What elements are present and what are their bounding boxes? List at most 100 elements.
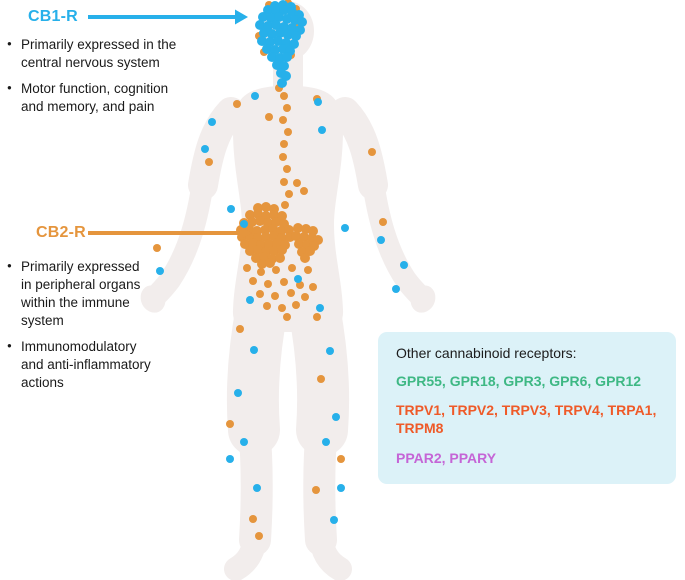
cb2-dot (300, 253, 310, 263)
cb2-dot (280, 178, 288, 186)
cb1-dot (267, 52, 277, 62)
cb2-dot (272, 238, 282, 248)
cb2-dot (233, 100, 241, 108)
cb2-dot (236, 325, 244, 333)
cb2-dot (255, 532, 263, 540)
cb1-dot (227, 205, 235, 213)
cb1-dot (271, 20, 281, 30)
cb2-dot (278, 304, 286, 312)
cb2-dot (305, 246, 315, 256)
cb2-dot (312, 486, 320, 494)
cb1-dot (322, 438, 330, 446)
cb1-dot (255, 20, 265, 30)
cb2-dot (379, 218, 387, 226)
cb1-dot (251, 92, 259, 100)
body-right-hand (410, 285, 436, 313)
cb1-dot-layer (156, 0, 408, 524)
cb1-bullet: Motor function, cognition and memory, an… (7, 80, 193, 116)
cb1-dot (314, 98, 322, 106)
cb2-dot (226, 420, 234, 428)
cb2-dot (283, 313, 291, 321)
receptor-group-ppar: PPAR2, PPARY (396, 449, 497, 466)
cb1-dot (274, 12, 284, 22)
receptor-group-trp: TRPV1, TRPV2, TRPV3, TRPV4, TRPA1, TRPM8 (396, 402, 657, 437)
cb2-dot (293, 223, 303, 233)
cb2-dot (279, 116, 287, 124)
cb2-dot (205, 158, 213, 166)
cb2-dot (263, 302, 271, 310)
cb1-dot (279, 5, 289, 15)
cb1-dot (273, 36, 283, 46)
cb1-dot (226, 455, 234, 463)
cb1-dot (294, 275, 302, 283)
cb1-dot (282, 14, 292, 24)
cb2-dot (240, 239, 250, 249)
cb2-dot (248, 238, 258, 248)
cb2-dot (291, 231, 301, 241)
cb1-dot (291, 31, 301, 41)
cb2-dot (265, 113, 273, 121)
cb1-label: CB1-R (28, 8, 78, 25)
cb2-dot (153, 244, 161, 252)
cb1-bullet-list: Primarily expressed in the central nervo… (7, 36, 193, 124)
cb1-dot (258, 12, 268, 22)
cb1-dot (246, 296, 254, 304)
cb1-dot (275, 28, 285, 38)
cb2-label: CB2-R (36, 224, 86, 241)
cb2-dot (256, 290, 264, 298)
cb1-dot (341, 224, 349, 232)
cb2-dot (301, 293, 309, 301)
cb2-dot (279, 153, 287, 161)
cb1-dot (283, 30, 293, 40)
cb1-dot (337, 484, 345, 492)
cb2-dot (284, 128, 292, 136)
cb2-dot (264, 280, 272, 288)
cb2-dot (281, 201, 289, 209)
cb1-dot (156, 267, 164, 275)
cb2-dot (249, 277, 257, 285)
cb1-dot (263, 5, 273, 15)
cb2-dot (255, 216, 265, 226)
cb1-arrowhead-icon (235, 9, 248, 25)
cb2-dot (304, 266, 312, 274)
cb1-dot (377, 236, 385, 244)
body-right-foot (309, 524, 352, 580)
cb1-dot (262, 44, 272, 54)
cb1-dot (318, 126, 326, 134)
cb2-dot (287, 289, 295, 297)
cb1-bullet: Primarily expressed in the central nervo… (7, 36, 193, 72)
body-right-calf (303, 409, 338, 556)
cb2-dot (272, 266, 280, 274)
cb2-arrow (88, 225, 252, 241)
cb1-dot (259, 28, 269, 38)
cb2-dot (257, 259, 267, 269)
body-left-hand (140, 285, 166, 313)
cb1-dot (234, 389, 242, 397)
cb1-dot (316, 304, 324, 312)
cb2-dot (309, 283, 317, 291)
cb1-dot (282, 52, 292, 62)
cb2-dot (264, 239, 274, 249)
cb1-dot (240, 438, 248, 446)
cb1-dot (267, 29, 277, 39)
cb1-dot (330, 516, 338, 524)
cb1-dot (332, 413, 340, 421)
cb2-bullet: Immunomodulatory and anti-inflammatory a… (7, 338, 159, 392)
body-left-foot (224, 524, 267, 580)
cb2-dot (300, 187, 308, 195)
cb2-dot (280, 92, 288, 100)
cb2-dot (288, 264, 296, 272)
cb1-dot (257, 36, 267, 46)
cb1-dot (400, 261, 408, 269)
cb2-dot (313, 313, 321, 321)
cb1-dot (250, 346, 258, 354)
cb1-dot (297, 17, 307, 27)
cb2-dot (249, 515, 257, 523)
body-left-calf (238, 409, 273, 556)
cb1-dot (240, 220, 248, 228)
cb1-arrow (88, 9, 248, 25)
cb1-dot (277, 78, 287, 88)
cb2-dot (269, 246, 279, 256)
cb2-dot (292, 301, 300, 309)
